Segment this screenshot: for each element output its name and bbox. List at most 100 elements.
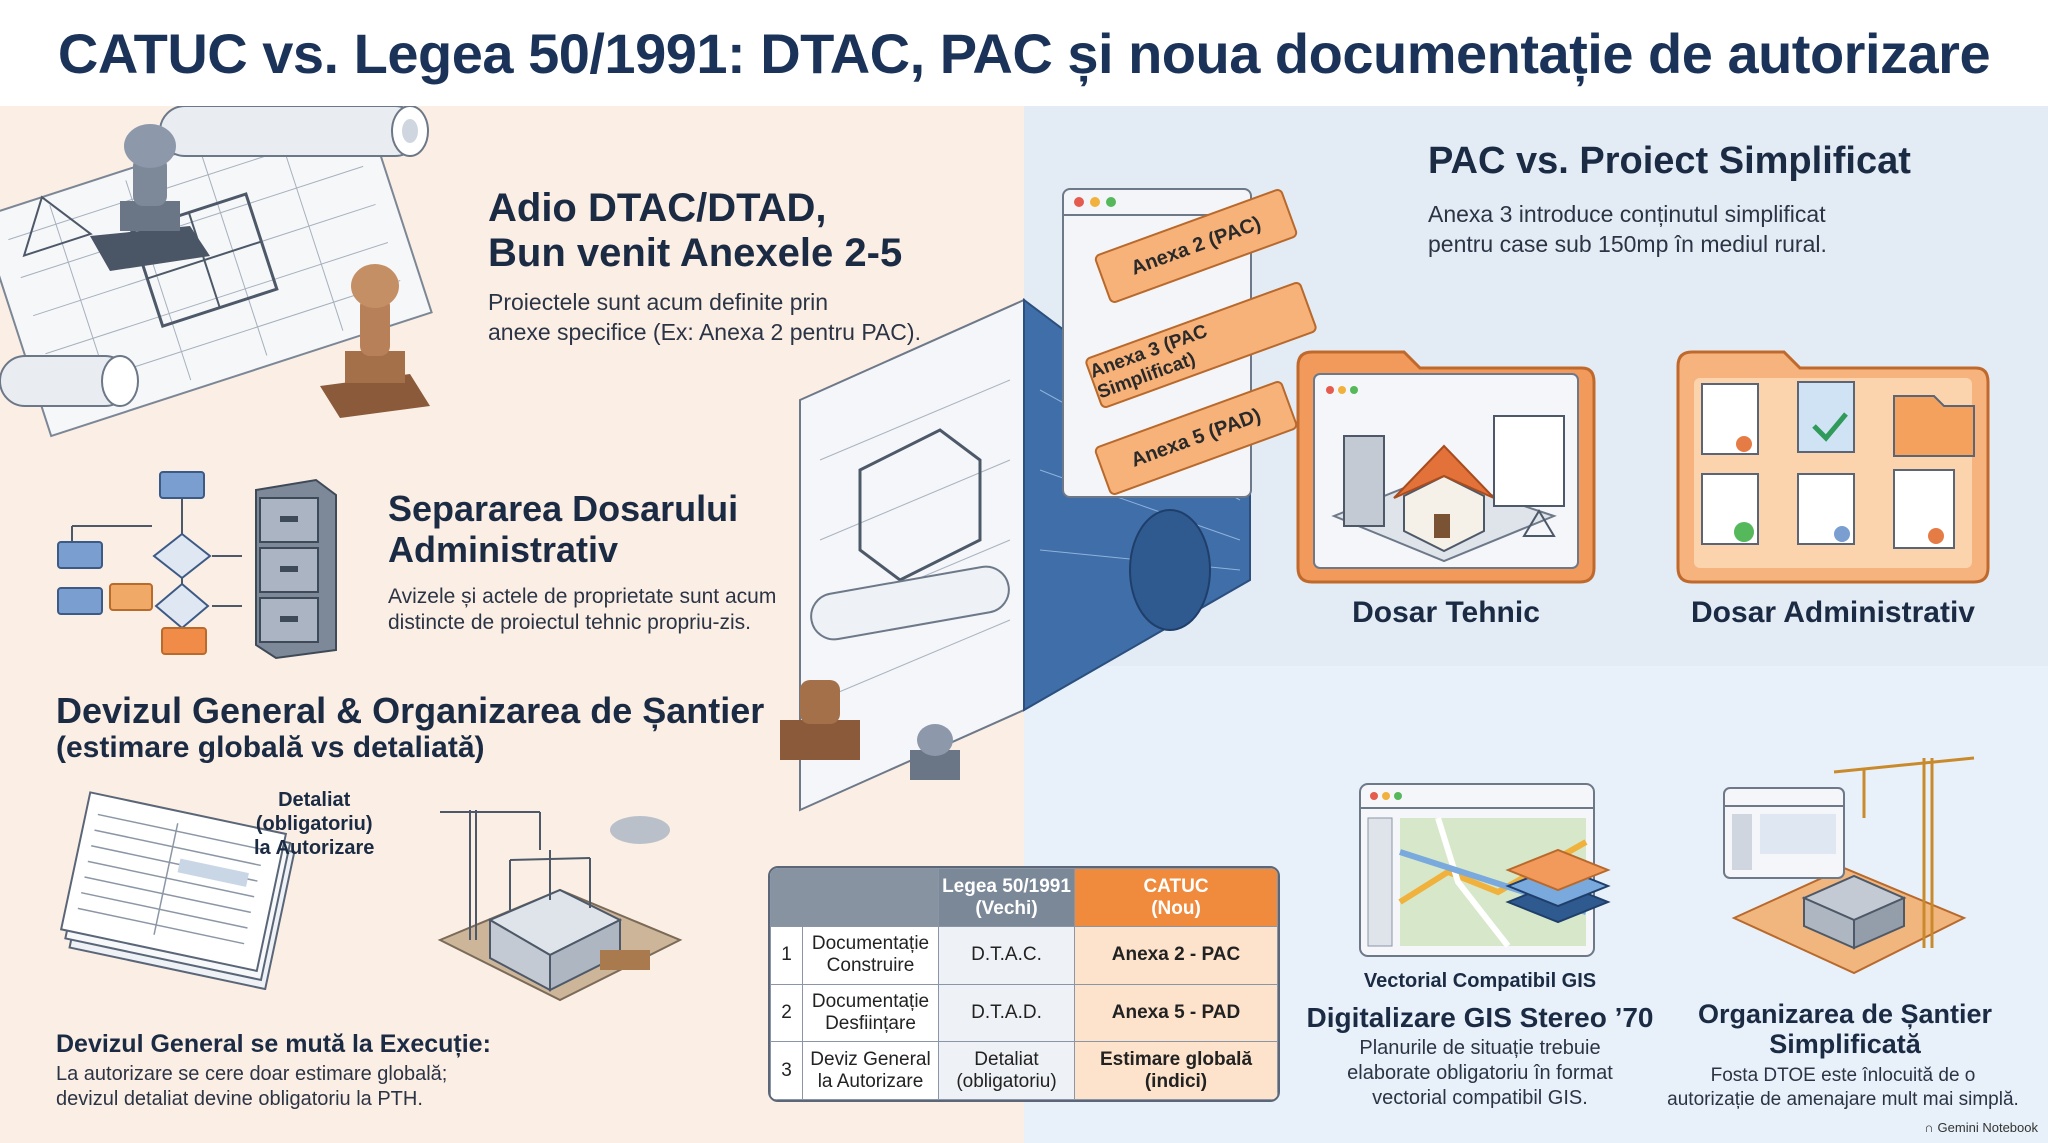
table-cell-old: D.T.A.D. bbox=[938, 983, 1075, 1043]
table-row: 1 Documentație Construire D.T.A.C. Anexa… bbox=[770, 926, 1278, 985]
annexes-heading-line1: Adio DTAC/DTAD, bbox=[488, 186, 827, 230]
comparison-table: Legea 50/1991 (Vechi) CATUC (Nou) 1 Docu… bbox=[768, 866, 1280, 1102]
gis-body-line1: Planurile de situație trebuie bbox=[1359, 1037, 1601, 1059]
table-cell-new: Anexa 5 - PAD bbox=[1074, 983, 1278, 1043]
deviz-heading-line1: Devizul General & Organizarea de Șantier bbox=[56, 690, 765, 731]
table-cell-new: Anexa 2 - PAC bbox=[1074, 926, 1278, 985]
table-cell-num: 3 bbox=[770, 1041, 803, 1100]
table-cell-label-line2: Construire bbox=[826, 955, 915, 977]
table-header-empty bbox=[770, 868, 939, 927]
separation-body-line2: distincte de proiectul tehnic propriu-zi… bbox=[388, 611, 752, 635]
table-cell-label-line1: Deviz General bbox=[810, 1048, 931, 1070]
santier-body-line1: Fosta DTOE este înlocuită de o bbox=[1710, 1065, 1976, 1086]
table-cell-num: 2 bbox=[770, 983, 803, 1043]
crane-icon bbox=[440, 810, 541, 940]
annex-window-titlebar bbox=[1064, 190, 1250, 216]
title-bar: CATUC vs. Legea 50/1991: DTAC, PAC și no… bbox=[0, 0, 2048, 106]
table-header-new-line1: CATUC bbox=[1143, 875, 1209, 897]
blueprint-roll-icon bbox=[810, 565, 1010, 641]
gis-caption: Vectorial Compatibil GIS bbox=[1363, 970, 1597, 992]
santier-heading-line2: Simplificată bbox=[1769, 1028, 1921, 1059]
table-cell-old: Detaliat (obligatoriu) bbox=[938, 1041, 1075, 1100]
table-cell-old-line2: (obligatoriu) bbox=[956, 1070, 1057, 1092]
deviz-callout-line2: (obligatoriu) bbox=[255, 813, 373, 835]
santier-body-line2: autorizație de amenajare mult mai simplă… bbox=[1667, 1088, 2019, 1110]
table-cell-label: Documentație Desființare bbox=[802, 983, 939, 1043]
footer-watermark: ∩ Gemini Notebook bbox=[1924, 1120, 2038, 1135]
folder-icon bbox=[1296, 350, 1596, 584]
blueprints-stamps-illustration bbox=[0, 106, 470, 446]
stamp-icon bbox=[90, 124, 210, 271]
filing-cabinet-icon bbox=[246, 470, 346, 660]
table-cell-label: Deviz General la Autorizare bbox=[802, 1041, 939, 1100]
table-cell-new-line1: Anexa 5 - PAD bbox=[1111, 1002, 1241, 1024]
annexes-heading-line2: Bun venit Anexele 2-5 bbox=[488, 230, 903, 275]
table-row: 3 Deviz General la Autorizare Detaliat (… bbox=[770, 1041, 1278, 1100]
table-cell-new-line2: (indici) bbox=[1144, 1070, 1208, 1092]
flowchart-illustration bbox=[52, 466, 352, 666]
dosar-tehnic-folder bbox=[1294, 346, 1598, 586]
table-cell-label-line2: la Autorizare bbox=[817, 1070, 924, 1092]
pac-body: Anexa 3 introduce conținutul simplificat… bbox=[1428, 200, 1827, 260]
window-maximize-icon bbox=[1106, 197, 1116, 207]
blueprint-roll-icon bbox=[159, 106, 429, 157]
gis-layers-icon bbox=[1505, 848, 1611, 924]
deviz-body-line1: La autorizare se cere doar estimare glob… bbox=[56, 1063, 448, 1085]
table-header-old-line2: (Vechi) bbox=[975, 897, 1038, 919]
table-cell-new-line1: Estimare globală bbox=[1099, 1048, 1253, 1070]
table-cell-old-line1: D.T.A.D. bbox=[971, 1002, 1042, 1024]
dosar-administrativ-folder bbox=[1674, 346, 1992, 586]
window-minimize-icon bbox=[1090, 197, 1100, 207]
table-header-new-line2: (Nou) bbox=[1151, 897, 1201, 919]
folder-icon bbox=[1676, 350, 1990, 584]
separation-heading-line1: Separarea Dosarului bbox=[388, 488, 739, 529]
gis-heading: Digitalizare GIS Stereo ’70 bbox=[1306, 1002, 1654, 1033]
deviz-body: La autorizare se cere doar estimare glob… bbox=[56, 1062, 447, 1112]
document-stack-icon bbox=[54, 790, 324, 990]
table-cell-old-line1: D.T.A.C. bbox=[971, 944, 1042, 966]
santier-illustration bbox=[1714, 748, 1984, 988]
pac-body-line1: Anexa 3 introduce conținutul simplificat bbox=[1428, 201, 1826, 227]
footer-text: Gemini Notebook bbox=[1937, 1120, 2038, 1135]
separation-heading: Separarea Dosarului Administrativ bbox=[388, 488, 738, 571]
separation-heading-line2: Administrativ bbox=[388, 529, 619, 571]
deviz-body-line2: devizul detaliat devine obligatoriu la P… bbox=[56, 1088, 423, 1110]
crane-icon bbox=[1833, 756, 1975, 948]
gis-window bbox=[1358, 782, 1618, 958]
table-cell-new-line1: Anexa 2 - PAC bbox=[1111, 944, 1241, 966]
gis-body: Planurile de situație trebuie elaborate … bbox=[1300, 1036, 1660, 1111]
annex-tab-pac[interactable]: Anexa 2 (PAC) bbox=[1093, 187, 1299, 305]
table-row: 2 Documentație Desființare D.T.A.D. Anex… bbox=[770, 983, 1278, 1043]
window-close-icon bbox=[1074, 197, 1084, 207]
dosar-tehnic-label: Dosar Tehnic bbox=[1352, 596, 1540, 629]
table-cell-label: Documentație Construire bbox=[802, 926, 939, 985]
table-cell-label-line1: Documentație bbox=[811, 991, 930, 1013]
table-cell-label-line2: Desființare bbox=[825, 1012, 916, 1034]
deviz-heading: Devizul General & Organizarea de Șantier… bbox=[56, 690, 764, 766]
table-header-old: Legea 50/1991 (Vechi) bbox=[938, 868, 1075, 927]
deviz-subheading: Devizul General se mută la Execuție: bbox=[56, 1030, 491, 1058]
table-cell-label-line1: Documentație bbox=[811, 933, 930, 955]
santier-heading-line1: Organizarea de Șantier bbox=[1697, 999, 1993, 1029]
table-cell-num: 1 bbox=[770, 926, 803, 985]
page-title: CATUC vs. Legea 50/1991: DTAC, PAC și no… bbox=[57, 21, 1991, 85]
annexes-heading: Adio DTAC/DTAD, Bun venit Anexele 2-5 bbox=[488, 186, 902, 276]
annexes-body: Proiectele sunt acum definite prin anexe… bbox=[488, 288, 921, 348]
construction-site-illustration bbox=[420, 790, 690, 1020]
stamp-icon bbox=[780, 680, 960, 780]
table-cell-old-line1: Detaliat bbox=[974, 1048, 1039, 1070]
table-cell-old: D.T.A.C. bbox=[938, 926, 1075, 985]
annexes-body-line2: anexe specifice (Ex: Anexa 2 pentru PAC)… bbox=[488, 318, 921, 345]
table-header-new: CATUC (Nou) bbox=[1074, 868, 1278, 927]
gis-body-line2: elaborate obligatoriu în format bbox=[1347, 1062, 1613, 1084]
santier-heading: Organizarea de Șantier Simplificată bbox=[1680, 999, 2010, 1059]
gis-body-line3: vectorial compatibil GIS. bbox=[1372, 1087, 1588, 1109]
santier-body: Fosta DTOE este înlocuită de o autorizaț… bbox=[1646, 1064, 2040, 1112]
table-cell-new: Estimare globală (indici) bbox=[1074, 1041, 1278, 1100]
pac-body-line2: pentru case sub 150mp în mediul rural. bbox=[1428, 230, 1827, 257]
pac-heading: PAC vs. Proiect Simplificat bbox=[1428, 140, 1911, 182]
table-header-old-line1: Legea 50/1991 bbox=[942, 875, 1071, 897]
stamp-icon bbox=[320, 264, 430, 418]
dosar-administrativ-label: Dosar Administrativ bbox=[1691, 596, 1975, 629]
table-header-row: Legea 50/1991 (Vechi) CATUC (Nou) bbox=[770, 868, 1278, 927]
